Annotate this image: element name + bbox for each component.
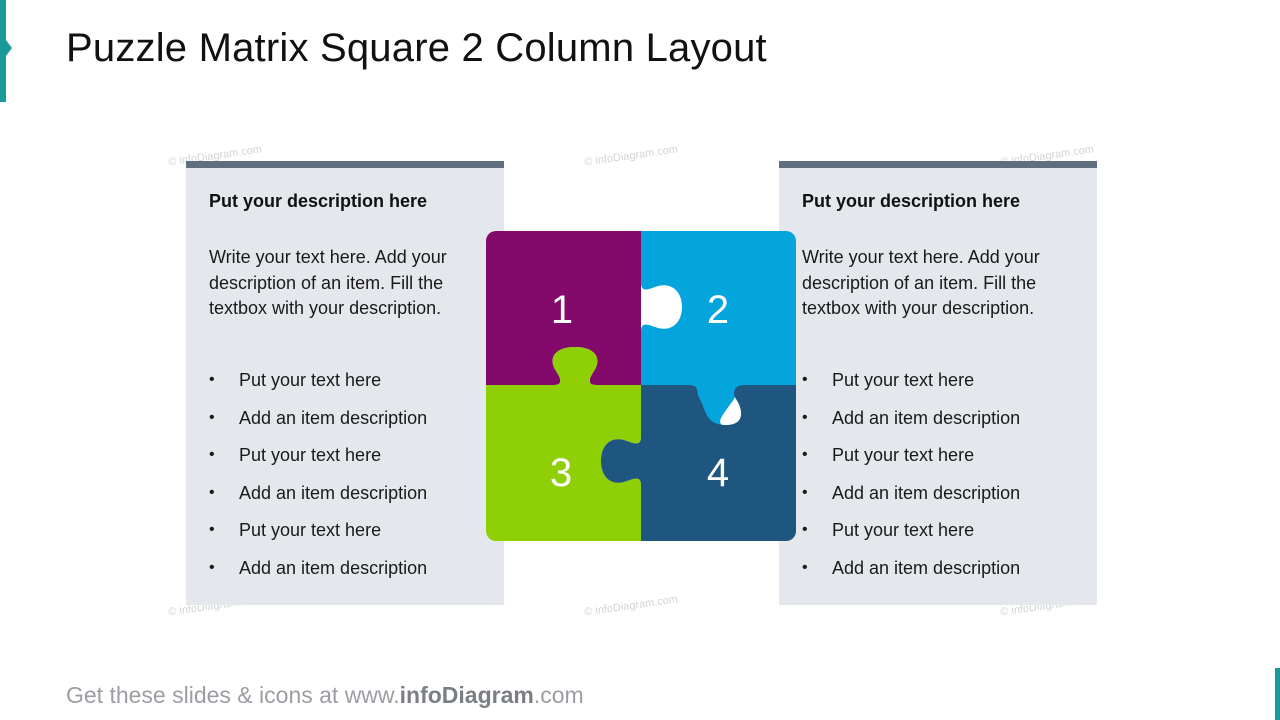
list-item: •Put your text here [209,370,382,390]
list-item: •Put your text here [802,370,975,390]
description-card-right: Put your description here Write your tex… [779,161,1097,605]
list-item: •Add an item description [209,482,428,503]
slide-title: Puzzle Matrix Square 2 Column Layout [66,26,767,70]
puzzle-piece-1 [486,231,641,385]
card-body-text: Write your text here. Add your descripti… [209,247,447,318]
watermark: © infoDiagram.com [583,143,679,169]
card-heading: Put your description here [209,191,428,211]
card-heading: Put your description here [802,191,1021,211]
list-item: •Add an item description [802,557,1021,578]
list-item: •Add an item description [209,557,428,578]
list-item: •Put your text here [802,445,975,466]
list-item: •Add an item description [802,407,1021,428]
list-item-text: Put your text here [832,370,975,390]
list-item-text: Add an item description [239,482,428,503]
description-card-left: Put your description here Write your tex… [186,161,504,605]
list-item-text: Put your text here [832,445,975,466]
puzzle-graphic: 1 2 3 4 [486,231,796,541]
list-item: •Put your text here [209,445,382,466]
list-item-text: Put your text here [239,370,382,390]
footer-brand: infoDiagram [399,682,534,708]
list-item-text: Add an item description [832,557,1021,578]
puzzle-piece-3 [486,347,641,541]
puzzle-label-4: 4 [707,451,729,495]
list-item-text: Add an item description [239,407,428,428]
list-item-text: Put your text here [239,445,382,466]
footer-link-text: Get these slides & icons at www.infoDiag… [66,682,584,709]
list-item-text: Put your text here [239,520,382,541]
list-item-text: Add an item description [239,557,428,578]
list-item-text: Add an item description [832,407,1021,428]
bullet-list: •Put your text here •Add an item descrip… [209,366,499,592]
watermark: © infoDiagram.com [583,593,679,619]
puzzle-matrix: 1 2 3 4 [486,231,796,541]
puzzle-label-1: 1 [551,288,573,332]
list-item-text: Put your text here [832,520,975,541]
puzzle-label-2: 2 [707,288,729,332]
puzzle-piece-4 [601,385,796,541]
footer-suffix: .com [533,682,584,708]
bullet-list: •Put your text here •Add an item descrip… [802,366,1092,592]
list-item: •Put your text here [802,520,975,541]
puzzle-label-3: 3 [550,451,572,495]
card-body-text: Write your text here. Add your descripti… [802,247,1040,318]
puzzle-piece-2 [641,231,796,425]
list-item-text: Add an item description [832,482,1021,503]
list-item: •Add an item description [802,482,1021,503]
list-item: •Add an item description [209,407,428,428]
accent-bar-right [1275,668,1280,720]
footer-prefix: Get these slides & icons at www. [66,682,400,708]
accent-bar-left [0,0,12,102]
list-item: •Put your text here [209,520,382,541]
